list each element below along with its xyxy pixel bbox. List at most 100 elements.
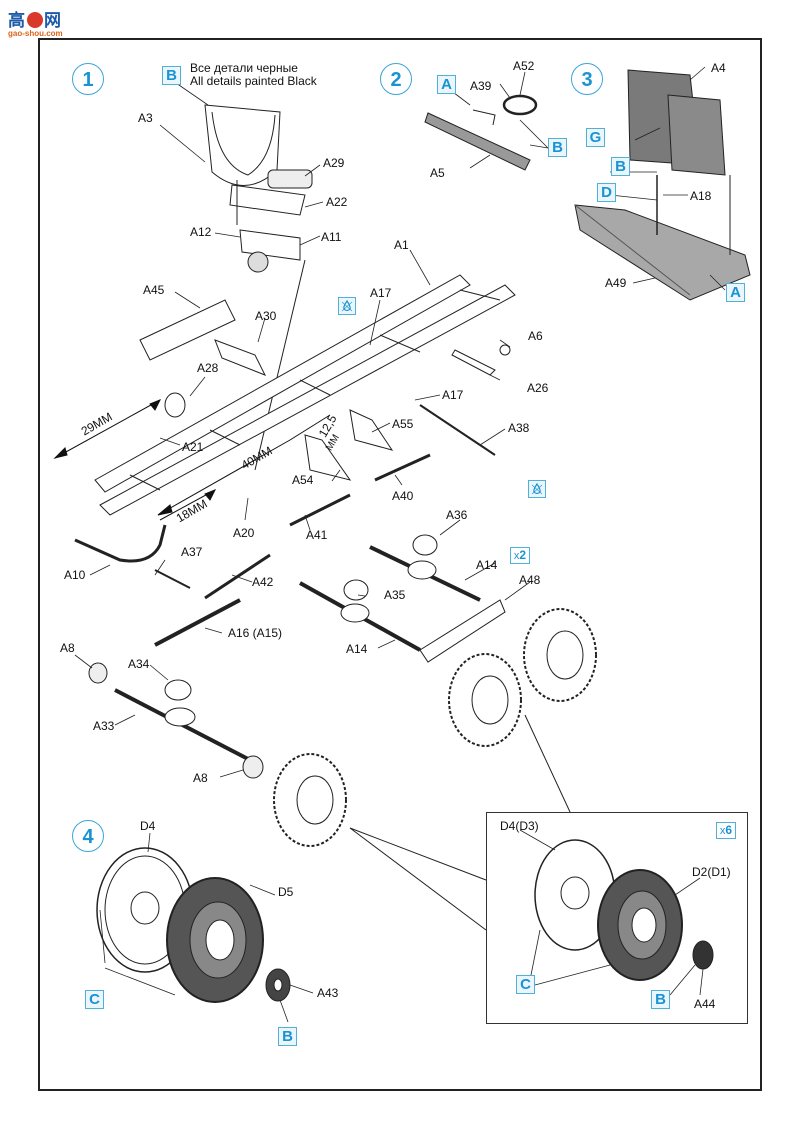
part-label-a29: A29	[323, 156, 345, 170]
multiplier-count: 6	[725, 823, 733, 837]
quantity-multiplier-axle: x2	[510, 547, 530, 564]
part-label-a22: A22	[326, 195, 348, 209]
step-number-4: 4	[72, 820, 104, 852]
part-label-d5: D5	[278, 885, 294, 899]
part-label-a17: A17	[370, 286, 392, 300]
part-a30-drawing	[214, 339, 267, 376]
logo-gear-icon	[27, 12, 43, 28]
paint-code-c: C	[516, 975, 535, 994]
part-label-a21: A21	[182, 440, 204, 454]
part-label-a34: A34	[128, 657, 150, 671]
paint-code-b-note: B	[162, 66, 181, 85]
logo-text-2: 网	[44, 11, 62, 31]
part-label-d4d3: D4(D3)	[500, 819, 539, 833]
step-number-3: 3	[571, 63, 603, 95]
paint-code-c: C	[85, 990, 104, 1009]
part-a28-drawing	[164, 392, 186, 418]
part-a12-drawing	[239, 229, 301, 261]
paint-code-b: B	[611, 157, 630, 176]
part-label-a11: A11	[321, 230, 342, 244]
part-label-a48: A48	[519, 573, 541, 587]
part-a26-drawing	[451, 349, 496, 376]
multiplier-prefix: x	[719, 825, 726, 837]
part-label-a44: A44	[694, 997, 716, 1011]
part-label-a54: A54	[292, 473, 314, 487]
part-label-a16: A16 (A15)	[228, 626, 283, 640]
wheel-assembly-inset	[486, 812, 748, 1024]
instruction-page-frame	[38, 38, 762, 1091]
part-label-a37: A37	[181, 545, 203, 559]
part-label-a49: A49	[605, 276, 627, 290]
part-label-a42: A42	[252, 575, 274, 589]
part-label-a26: A26	[527, 381, 549, 395]
part-a41-drawing	[289, 493, 351, 527]
part-label-a41: A41	[306, 528, 328, 542]
part-a6-drawing	[499, 344, 511, 356]
wheel-drawing	[273, 608, 597, 847]
part-a36-drawing	[412, 534, 438, 556]
part-label-a20: A20	[233, 526, 255, 540]
multiplier-prefix: x	[513, 550, 520, 562]
part-label-a28: A28	[197, 361, 219, 375]
part-label-d4: D4	[140, 819, 156, 833]
glue-drop-icon	[528, 480, 546, 498]
part-label-a43: A43	[317, 986, 339, 1000]
part-a16-drawing	[154, 598, 241, 647]
part-a40-drawing	[374, 453, 431, 482]
paint-code-d: D	[597, 183, 616, 202]
paint-note-english: All details painted Black	[190, 74, 317, 88]
step-number-1: 1	[72, 63, 104, 95]
part-label-a1: A1	[394, 238, 409, 252]
part-a48-drawing	[419, 599, 506, 663]
part-label-a6: A6	[528, 329, 543, 343]
part-label-a14: A14	[476, 558, 498, 572]
part-label-a4: A4	[711, 61, 726, 75]
part-label-a38: A38	[508, 421, 530, 435]
part-label-d2d1: D2(D1)	[692, 865, 731, 879]
paint-code-g: G	[586, 128, 605, 147]
part-a38-drawing	[419, 404, 496, 456]
part-label-a8: A8	[60, 641, 75, 655]
part-label-a18: A18	[690, 189, 712, 203]
dimension-lines	[53, 399, 331, 521]
paint-code-b: B	[651, 990, 670, 1009]
part-label-a12: A12	[190, 225, 212, 239]
paint-code-a: A	[437, 75, 456, 94]
part-a22-drawing	[229, 184, 306, 216]
part-a52-drawing	[502, 94, 538, 116]
part-label-a33: A33	[93, 719, 115, 733]
part-a34-drawing	[164, 679, 192, 701]
part-label-a30: A30	[255, 309, 277, 323]
part-a39-drawing	[472, 109, 496, 126]
logo-url: gao-shou.com	[8, 29, 63, 38]
part-a8-drawing	[88, 662, 108, 684]
part-label-a36: A36	[446, 508, 468, 522]
part-label-a39: A39	[470, 79, 492, 93]
watermark-logo: 高网 gao-shou.com	[8, 6, 68, 38]
part-a42-drawing	[204, 553, 271, 600]
part-a55-drawing	[349, 409, 394, 451]
quantity-multiplier-wheel: x6	[716, 822, 736, 839]
part-a29-drawing	[267, 169, 313, 189]
paint-code-b: B	[278, 1027, 297, 1046]
glue-drop-icon	[338, 297, 356, 315]
part-a45-drawing	[139, 299, 236, 361]
part-a35-drawing	[343, 579, 369, 601]
part-a54-drawing	[304, 434, 352, 481]
part-label-a45: A45	[143, 283, 165, 297]
part-label-a17b: A17	[442, 388, 464, 402]
part-label-a3: A3	[138, 111, 153, 125]
part-a5-drawing	[424, 112, 531, 171]
multiplier-count: 2	[519, 548, 527, 562]
frame-rail-a1-drawing	[94, 274, 516, 516]
part-label-a55: A55	[392, 417, 414, 431]
part-label-a14b: A14	[346, 642, 368, 656]
paint-note-russian: Все детали черные	[190, 61, 298, 75]
paint-code-b: B	[548, 138, 567, 157]
part-label-a40: A40	[392, 489, 414, 503]
part-a10-drawing	[74, 524, 167, 563]
part-label-a52: A52	[513, 59, 535, 73]
part-label-a8b: A8	[193, 771, 208, 785]
logo-text: 高	[8, 11, 26, 31]
